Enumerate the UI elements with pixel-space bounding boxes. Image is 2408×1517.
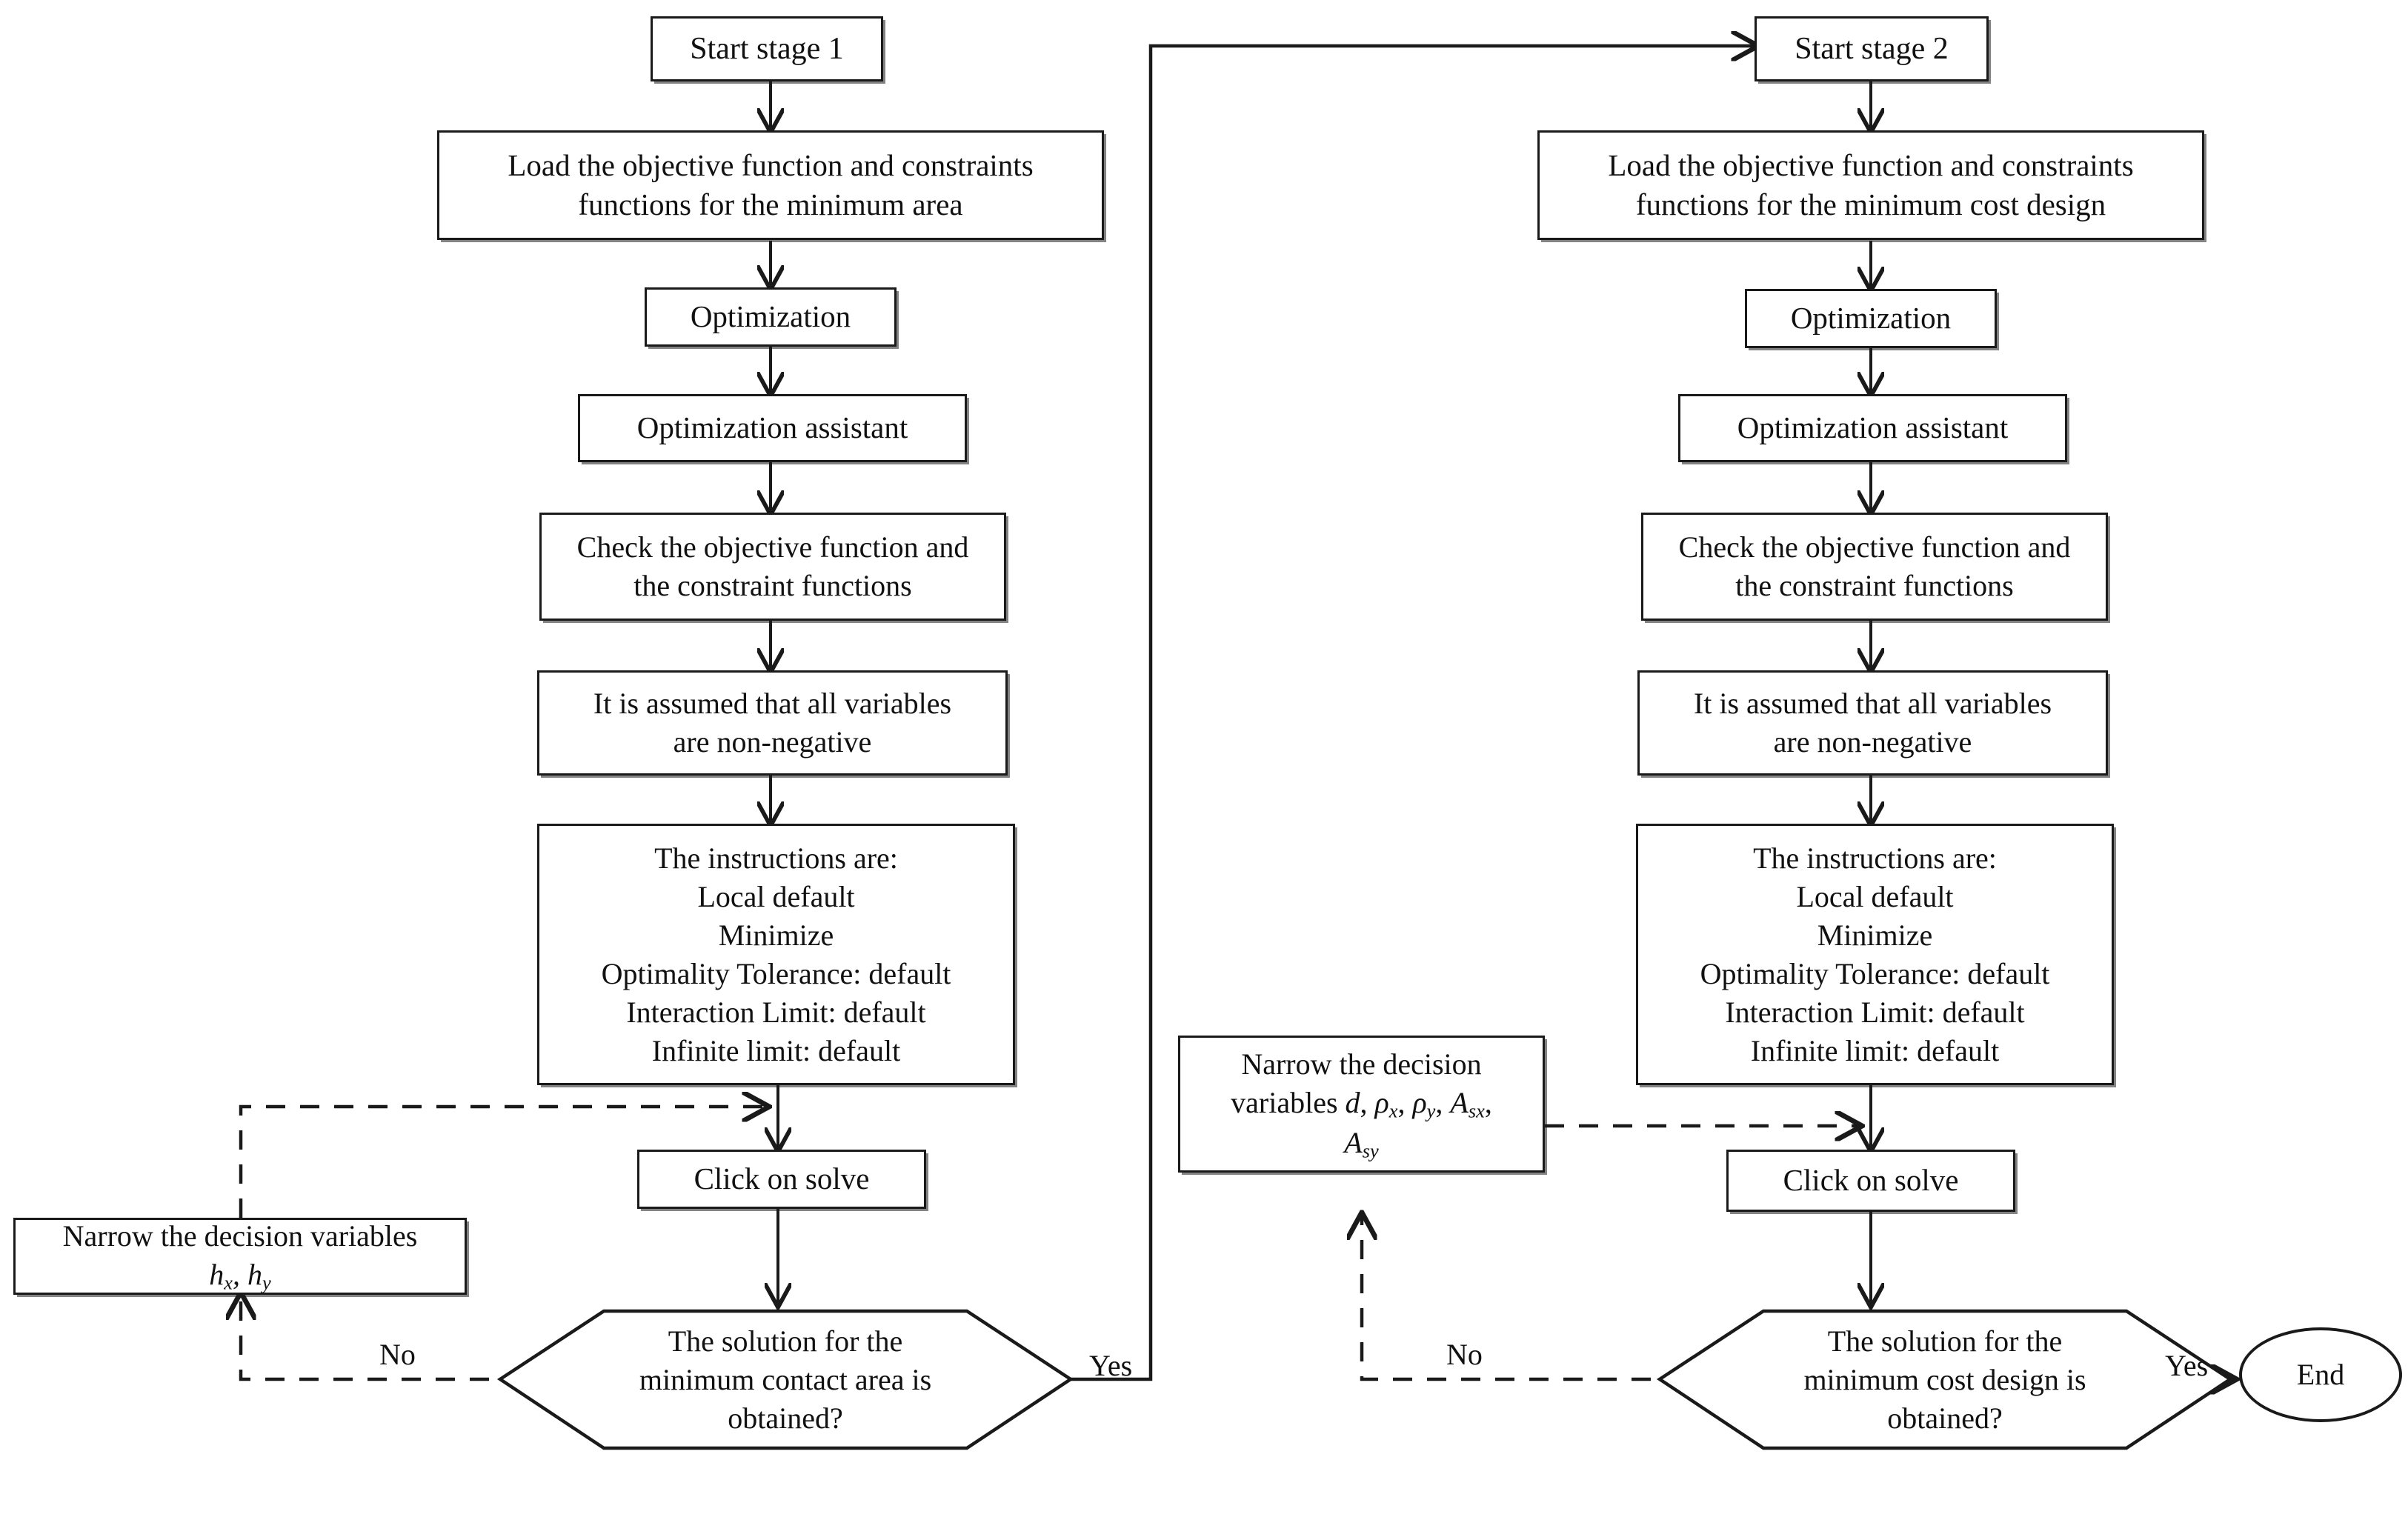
- node-optimization-stage-1-label: Optimization: [690, 299, 851, 334]
- node-assumed-stage-1[interactable]: It is assumed that all variables are non…: [537, 670, 1008, 776]
- edge-label-no-stage-1: No: [379, 1338, 416, 1371]
- node-load-stage-2-label: Load the objective function and constrai…: [1608, 147, 2134, 221]
- node-load-stage-1-label: Load the objective function and constrai…: [508, 147, 1034, 221]
- node-decision-stage-1-label: The solution for the minimum contact are…: [639, 1324, 932, 1435]
- narrow-vars-stage-2-line2: Asy: [1344, 1125, 1379, 1162]
- node-assumed-stage-2-label: It is assumed that all variables are non…: [1693, 687, 2052, 758]
- edge-s2-no-to-narrow: [1362, 1215, 1651, 1381]
- node-start-stage-1[interactable]: Start stage 1: [651, 16, 883, 81]
- node-narrow-stage-2[interactable]: Narrow the decision variables d, ρx, ρy,…: [1178, 1036, 1545, 1173]
- node-optimization-stage-1[interactable]: Optimization: [645, 287, 897, 347]
- node-optimization-stage-2-label: Optimization: [1790, 301, 1952, 336]
- node-solve-stage-1[interactable]: Click on solve: [637, 1150, 926, 1209]
- node-end[interactable]: End: [2239, 1327, 2402, 1422]
- node-decision-stage-2[interactable]: The solution for the minimum cost design…: [1660, 1311, 2230, 1449]
- node-load-stage-2[interactable]: Load the objective function and constrai…: [1537, 130, 2204, 240]
- edge-label-yes-stage-1: Yes: [1089, 1349, 1133, 1382]
- node-start-stage-2-label: Start stage 2: [1795, 31, 1949, 66]
- node-instructions-stage-2[interactable]: The instructions are: Local default Mini…: [1636, 824, 2114, 1085]
- node-instructions-stage-1[interactable]: The instructions are: Local default Mini…: [537, 824, 1015, 1085]
- node-assistant-stage-2[interactable]: Optimization assistant: [1678, 394, 2067, 462]
- node-assumed-stage-2[interactable]: It is assumed that all variables are non…: [1637, 670, 2108, 776]
- node-narrow-stage-1[interactable]: Narrow the decision variables hx, hy: [13, 1218, 467, 1295]
- node-instructions-stage-2-label: The instructions are: Local default Mini…: [1700, 841, 2050, 1067]
- node-start-stage-2[interactable]: Start stage 2: [1755, 16, 1989, 81]
- node-check-stage-1[interactable]: Check the objective function and the con…: [539, 513, 1006, 621]
- node-decision-stage-1[interactable]: The solution for the minimum contact are…: [500, 1311, 1071, 1449]
- narrow-vars-stage-2-line1: variables d, ρx, ρy, Asx,: [1231, 1085, 1492, 1122]
- node-solve-stage-1-label: Click on solve: [694, 1161, 870, 1196]
- node-load-stage-1[interactable]: Load the objective function and constrai…: [437, 130, 1104, 240]
- node-instructions-stage-1-label: The instructions are: Local default Mini…: [601, 841, 951, 1067]
- node-narrow-stage-2-label: Narrow the decision variables d, ρx, ρy,…: [1231, 1045, 1492, 1164]
- node-optimization-stage-2[interactable]: Optimization: [1745, 289, 1997, 348]
- node-assistant-stage-1[interactable]: Optimization assistant: [578, 394, 967, 462]
- node-end-label: End: [2296, 1358, 2345, 1391]
- node-solve-stage-2-label: Click on solve: [1783, 1163, 1959, 1198]
- node-assistant-stage-2-label: Optimization assistant: [1737, 410, 2009, 445]
- node-check-stage-2-label: Check the objective function and the con…: [1678, 530, 2071, 602]
- node-check-stage-2[interactable]: Check the objective function and the con…: [1641, 513, 2108, 621]
- node-assistant-stage-1-label: Optimization assistant: [636, 410, 908, 445]
- node-start-stage-1-label: Start stage 1: [690, 31, 844, 66]
- edge-label-no-stage-2: No: [1446, 1338, 1483, 1371]
- edge-label-yes-stage-2: Yes: [2165, 1349, 2209, 1382]
- node-narrow-stage-1-label: Narrow the decision variables hx, hy: [63, 1217, 418, 1296]
- edge-s1-no-to-narrow: [241, 1295, 489, 1381]
- node-solve-stage-2[interactable]: Click on solve: [1726, 1150, 2015, 1212]
- narrow-vars-stage-1: hx, hy: [209, 1258, 271, 1294]
- node-decision-stage-2-label: The solution for the minimum cost design…: [1803, 1324, 2086, 1435]
- node-assumed-stage-1-label: It is assumed that all variables are non…: [593, 687, 952, 758]
- node-check-stage-1-label: Check the objective function and the con…: [576, 530, 969, 602]
